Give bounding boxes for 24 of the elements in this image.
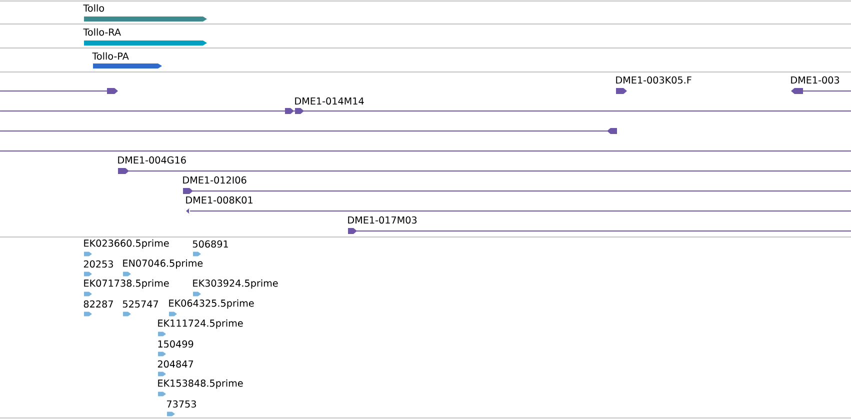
- feature-label: DME1-008K01: [186, 196, 252, 204]
- feature-label: 20253: [84, 260, 113, 268]
- feature-label: EK023660.5prime: [84, 239, 169, 249]
- feature-label: EK303924.5prime: [193, 279, 278, 289]
- feature-label: EN07046.5prime: [123, 259, 203, 269]
- feature-label: DME1-012I06: [183, 176, 246, 184]
- feature-label: 150499: [158, 340, 194, 348]
- feature-label: EK153848.5prime: [158, 379, 243, 389]
- feature-label: 204847: [158, 360, 194, 368]
- feature-label: 82287: [84, 300, 113, 308]
- feature-label: DME1-003: [791, 76, 840, 84]
- feature-label: 525747: [122, 300, 158, 308]
- feature-label: DME1-017M03: [348, 216, 417, 224]
- feature-label: EK111724.5prime: [158, 319, 243, 329]
- feature-label: Tollo-RA: [83, 28, 121, 36]
- feature-label: Tollo: [83, 4, 104, 12]
- feature-label: EK064325.5prime: [169, 299, 254, 309]
- feature-label: EK071738.5prime: [84, 279, 169, 289]
- feature-label: 73753: [167, 400, 196, 408]
- feature-label: DME1-003K05.F: [616, 76, 692, 84]
- feature-label: DME1-004G16: [118, 156, 186, 164]
- feature-label: DME1-014M14: [295, 97, 364, 105]
- feature-label: Tollo-PA: [92, 52, 129, 60]
- feature-label: 506891: [192, 240, 228, 248]
